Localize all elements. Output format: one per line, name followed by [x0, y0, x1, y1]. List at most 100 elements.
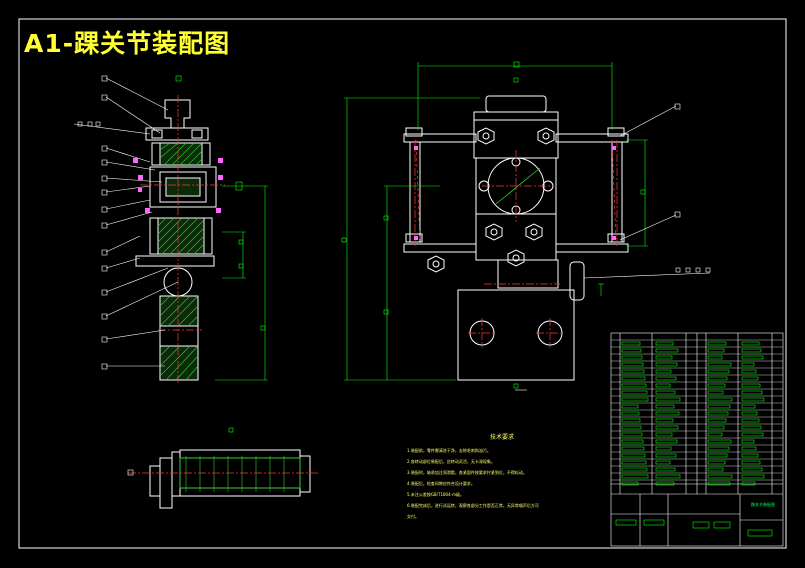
parts-list-entry [621, 474, 649, 479]
parts-list-entry [707, 453, 728, 458]
parts-list-entry [655, 376, 677, 381]
parts-list-entry [707, 439, 732, 444]
parts-list-entry [655, 362, 678, 367]
note-7: 交付。 [407, 514, 419, 519]
shaft-dim-mark [228, 427, 234, 433]
front-view [403, 95, 629, 381]
parts-list-entry [621, 362, 644, 367]
note-5: 5.未注公差按GB/T1804-m级。 [407, 492, 464, 497]
front-leaders [515, 103, 711, 391]
parts-list-entry [741, 467, 763, 472]
front-diagonal [495, 167, 541, 205]
parts-list-entry [741, 348, 762, 353]
shaft-view [149, 449, 311, 509]
parts-list-entry [655, 355, 673, 360]
parts-list-entry [741, 411, 758, 416]
parts-list-entry [707, 348, 725, 353]
parts-list-entry [741, 397, 765, 402]
parts-list-entry [707, 362, 732, 367]
parts-list-entry [707, 474, 733, 479]
parts-list-entry [655, 439, 678, 444]
parts-list-entry [741, 481, 756, 486]
parts-list-entry [621, 369, 645, 374]
parts-list-entry [741, 418, 760, 423]
parts-list-entry [741, 390, 763, 395]
parts-list-entry [741, 341, 760, 346]
parts-list-entry [621, 432, 643, 437]
section-dimensions [175, 75, 268, 381]
parts-list-entry [621, 411, 640, 416]
parts-list-entry [741, 446, 757, 451]
parts-list-entry [707, 355, 723, 360]
parts-list-entry [707, 404, 731, 409]
parts-list-entry [741, 474, 765, 479]
parts-list-entry [707, 481, 731, 486]
section-leaders [73, 75, 179, 370]
parts-list-entry [655, 474, 681, 479]
parts-list-entry [621, 439, 644, 444]
parts-list-entry [621, 481, 639, 486]
parts-list-entry [707, 425, 725, 430]
parts-list-entry [655, 460, 671, 465]
title-block-marks [615, 519, 773, 537]
parts-list-entry [655, 390, 676, 395]
parts-list-entry [707, 418, 727, 423]
parts-list-entry [621, 404, 639, 409]
parts-list-entry [741, 425, 762, 430]
parts-list-entry [741, 439, 755, 444]
front-parts [414, 146, 616, 240]
parts-list-entry [621, 418, 641, 423]
parts-list-entry [655, 481, 675, 486]
parts-list-entry [621, 355, 643, 360]
parts-list-entry [655, 341, 674, 346]
parts-list-entry [741, 369, 757, 374]
shaft-hatch [185, 456, 285, 492]
note-4: 4.装配后，检查间隙应符合设计要求。 [407, 481, 475, 486]
parts-list-entry [655, 432, 673, 437]
parts-list-entry [655, 411, 680, 416]
parts-list-entry [741, 383, 761, 388]
parts-list-entry [655, 446, 672, 451]
section-parts [133, 158, 223, 213]
parts-list-entry [655, 453, 677, 458]
parts-list-entry [741, 460, 761, 465]
parts-list-entry [741, 453, 759, 458]
parts-list [610, 332, 784, 547]
parts-list-entry [741, 362, 755, 367]
parts-list-entry [621, 383, 647, 388]
parts-list-entry [707, 383, 726, 388]
parts-list-entry [621, 453, 646, 458]
parts-list-rows [611, 339, 783, 481]
title-block-name: 踝关节装配图 [751, 502, 775, 507]
parts-list-entry [707, 397, 733, 402]
technical-notes: 技术要求 1.装配前，零件需清洗干净，去除毛刺和油污。 2.各转动部位装配后，应… [407, 432, 597, 522]
parts-list-entry [655, 397, 681, 402]
parts-list-entry [621, 446, 645, 451]
parts-list-entry [655, 369, 672, 374]
parts-list-entry [741, 432, 764, 437]
front-centerlines [414, 139, 618, 348]
parts-list-entry [707, 369, 730, 374]
drawing-border [18, 18, 787, 549]
section-centerlines [140, 95, 225, 385]
section-hatch [157, 142, 205, 381]
parts-list-entry [655, 425, 679, 430]
parts-list-entry [655, 404, 675, 409]
parts-list-entry [741, 376, 759, 381]
note-1: 1.装配前，零件需清洗干净，去除毛刺和油污。 [407, 448, 491, 453]
note-6: 6.装配完成后，进行试运转，观察各部分工作是否正常，无异常噪声后方可 [407, 503, 539, 508]
shaft-balloon [127, 469, 134, 476]
parts-list-entries [621, 341, 765, 486]
parts-list-entry [655, 348, 679, 353]
parts-list-entry [707, 341, 727, 346]
parts-list-entry [621, 390, 648, 395]
parts-list-entry [655, 418, 674, 423]
parts-list-entry [621, 425, 642, 430]
parts-list-entry [741, 355, 764, 360]
note-2: 2.各转动部位装配后，应转动灵活，无卡滞现象。 [407, 459, 495, 464]
front-dimensions [341, 61, 648, 389]
note-3: 3.装配时，轴承加注润滑脂，各紧固件按要求拧紧到位，不得松动。 [407, 470, 527, 475]
parts-list-entry [707, 411, 729, 416]
notes-heading: 技术要求 [489, 434, 514, 441]
